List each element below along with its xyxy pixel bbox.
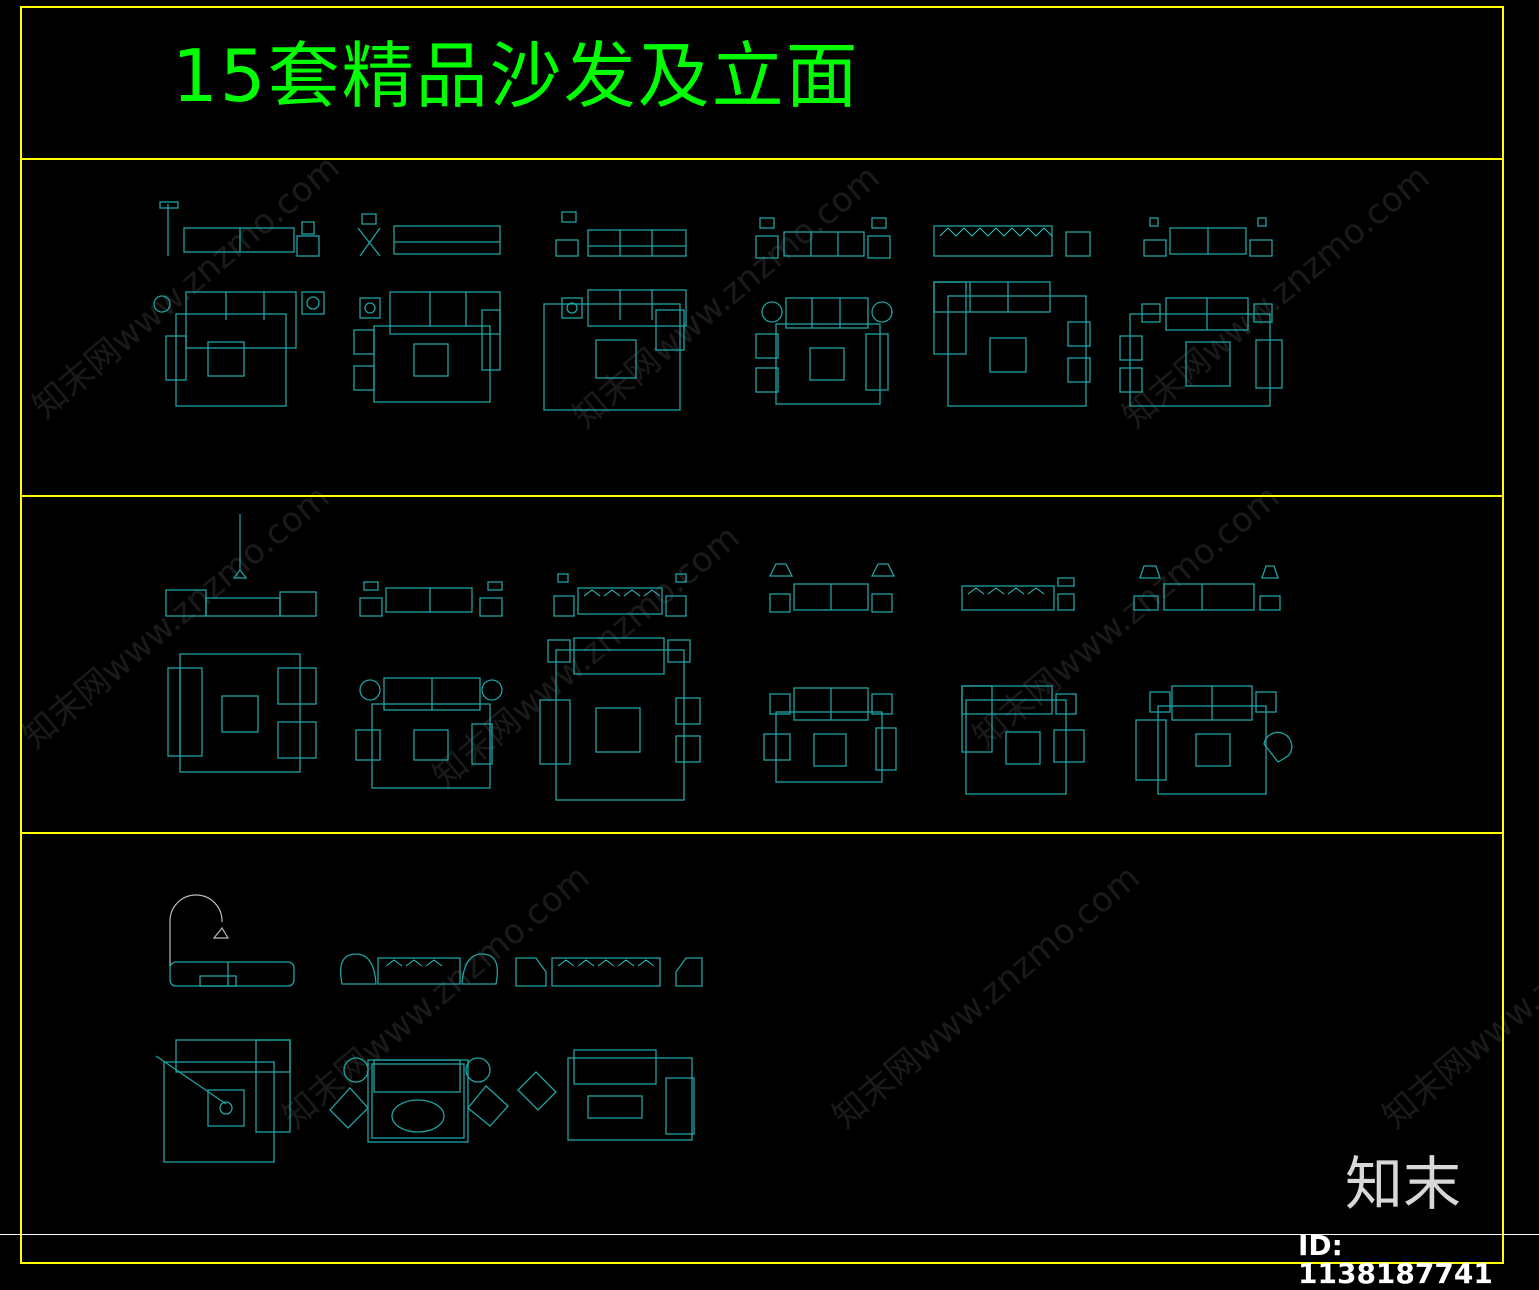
sofa-elevation-8[interactable]	[359, 581, 503, 617]
sofa-elevation-7[interactable]	[165, 514, 317, 617]
divider-line	[0, 1234, 1539, 1235]
sofa-plan-3[interactable]	[543, 289, 687, 411]
sofa-plan-1[interactable]	[153, 291, 325, 407]
sofa-elevation-6[interactable]	[1143, 217, 1273, 257]
sofa-elevation-3[interactable]	[555, 211, 687, 257]
sofa-plan-13[interactable]	[155, 1039, 291, 1163]
sofa-plan-14[interactable]	[329, 1057, 509, 1143]
sofa-plan-5[interactable]	[933, 281, 1091, 407]
sofa-plan-10[interactable]	[763, 687, 897, 783]
sofa-elevation-13[interactable]	[169, 894, 295, 987]
sofa-plan-8[interactable]	[355, 677, 503, 789]
sofa-plan-11[interactable]	[961, 685, 1085, 795]
sofa-elevation-10[interactable]	[768, 563, 896, 613]
sofa-elevation-5[interactable]	[933, 225, 1091, 257]
sofa-plan-7[interactable]	[167, 653, 317, 773]
sofa-plan-4[interactable]	[755, 297, 893, 405]
divider-line	[20, 495, 1504, 497]
sofa-elevation-1[interactable]	[159, 201, 320, 257]
sofa-elevation-15[interactable]	[515, 957, 703, 987]
sofa-plan-15[interactable]	[517, 1049, 695, 1141]
sofa-plan-9[interactable]	[539, 637, 701, 801]
sofa-elevation-11[interactable]	[961, 577, 1075, 611]
divider-line	[20, 832, 1504, 834]
brand-logo: 知末	[1345, 1150, 1462, 1218]
divider-line	[20, 158, 1504, 160]
sofa-elevation-12[interactable]	[1133, 565, 1281, 611]
id-label: ID: 1138187741	[1298, 1229, 1493, 1290]
sofa-plan-2[interactable]	[353, 291, 501, 403]
sofa-plan-6[interactable]	[1119, 297, 1283, 407]
sofa-elevation-2[interactable]	[357, 213, 501, 257]
sofa-elevation-14[interactable]	[339, 953, 499, 985]
outer-frame	[20, 6, 1504, 1264]
sofa-elevation-4[interactable]	[755, 217, 891, 259]
sofa-elevation-9[interactable]	[553, 573, 687, 617]
sofa-plan-12[interactable]	[1135, 685, 1293, 795]
page-title: 15套精品沙发及立面	[172, 34, 860, 118]
